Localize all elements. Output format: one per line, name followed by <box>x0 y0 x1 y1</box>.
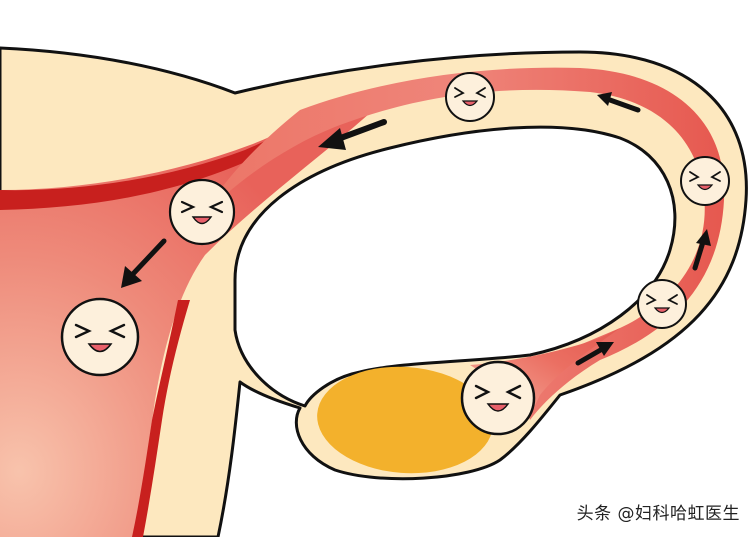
egg-face-icon <box>460 360 536 436</box>
egg-face-icon <box>637 279 687 329</box>
egg-face-icon <box>60 297 140 377</box>
uterine-cavity <box>0 100 380 537</box>
ovary <box>317 366 493 474</box>
egg-face-icon <box>680 156 730 206</box>
fallopian-tube-lumen <box>195 67 725 421</box>
watermark: 头条 @妇科哈虹医生 <box>576 504 740 524</box>
tube-inner-loop <box>233 125 677 408</box>
arrow-up-left-icon <box>597 92 641 113</box>
egg-face-icon <box>168 178 236 246</box>
direction-arrows <box>121 92 711 366</box>
arrow-down-left-icon <box>121 238 167 288</box>
arrow-left-icon <box>318 119 387 150</box>
arrow-up-right-icon <box>575 342 614 366</box>
egg-stages <box>60 72 730 436</box>
egg-face-icon <box>445 72 495 122</box>
arrow-up-icon <box>692 229 711 271</box>
